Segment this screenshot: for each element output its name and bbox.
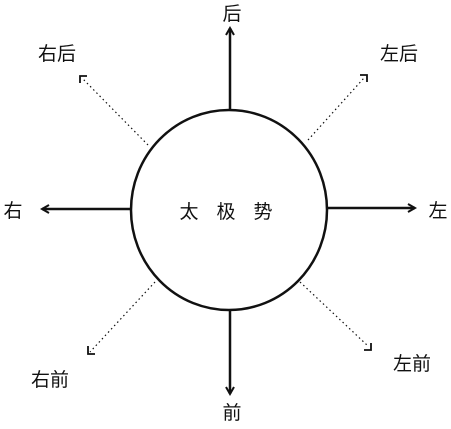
label-right-back: 右后 <box>38 43 76 65</box>
label-left: 左 <box>428 200 447 222</box>
label-back: 后 <box>222 3 241 25</box>
arrow-left-front <box>299 281 369 347</box>
label-front: 前 <box>222 402 241 424</box>
label-left-front: 左前 <box>393 353 431 375</box>
arrow-left-front-head <box>364 343 372 351</box>
arrow-right-back-head <box>79 75 87 83</box>
arrow-right-front-head <box>87 346 95 355</box>
arrow-left-back-head <box>360 74 368 82</box>
label-right-front: 右前 <box>31 369 69 391</box>
center-label: 太 极 势 <box>179 201 278 223</box>
arrow-left-back <box>307 77 365 141</box>
arrow-right-back <box>81 77 149 146</box>
label-left-back: 左后 <box>380 43 418 65</box>
arrow-right-front <box>89 281 156 353</box>
label-right: 右 <box>3 200 22 222</box>
